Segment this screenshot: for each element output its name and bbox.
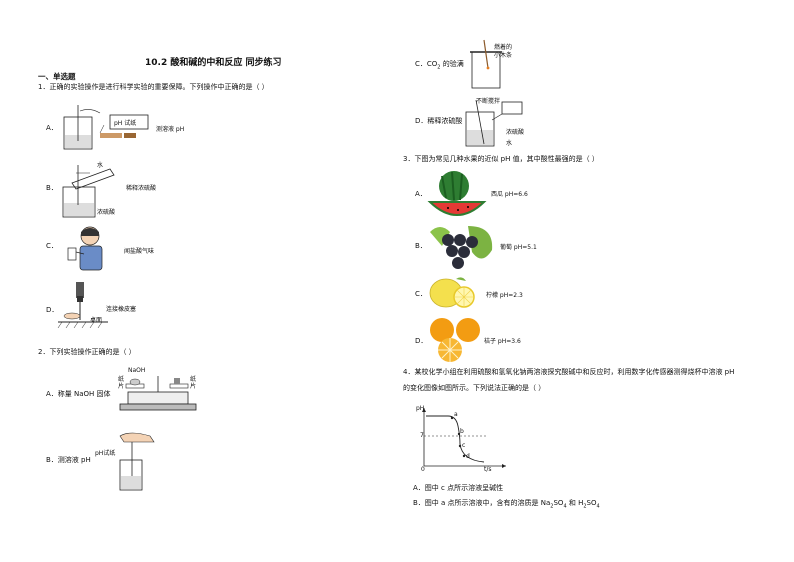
- q3-c-label: 柠檬 pH=2.3: [486, 292, 523, 299]
- q2-option-a-text: A．称量 NaOH 固体: [46, 390, 111, 398]
- q3-option-d-letter: D．: [415, 337, 428, 345]
- q1-d-label-connect: 连接橡皮塞: [106, 306, 137, 313]
- q3-option-c-letter: C．: [415, 290, 427, 298]
- q2-option-d-text: D．稀释浓硫酸: [415, 117, 463, 125]
- q3-b-label: 葡萄 pH=5.1: [500, 244, 537, 251]
- q1-a-figure: [63, 105, 149, 150]
- q1-c-person-figure: [67, 226, 103, 271]
- q2-d-label-stir: 不断搅拌: [476, 98, 501, 105]
- q3-b-grape-image: [430, 226, 493, 269]
- q1-option-d-letter: D．: [46, 306, 59, 314]
- question-1-stem: 1．正确的实验操作是进行科学实验的重要保障。下列操作中正确的是（ ）: [38, 83, 269, 91]
- q4-graph-point-a: a: [454, 411, 458, 418]
- q3-c-lemon-image: [429, 277, 475, 308]
- question-2-stem: 2．下列实验操作正确的是（ ）: [38, 348, 136, 356]
- q3-option-a-letter: A．: [415, 190, 427, 198]
- q1-b-label-water: 水: [97, 162, 104, 169]
- q4-graph-xlabel: t/s: [484, 466, 492, 473]
- q2-b-figure: [119, 432, 155, 491]
- q1-a-label-paper: pH 试纸: [114, 120, 137, 127]
- q3-a-watermelon-image: [427, 171, 487, 216]
- q3-a-label: 西瓜 pH=6.6: [491, 191, 528, 198]
- question-4-stem-line1: 4．某校化学小组在利用硫酸和氢氧化钠两溶液探究酸碱中和反应时，利用数字化传感器测…: [403, 368, 735, 376]
- q4-graph-point-c: c: [462, 442, 466, 449]
- q1-option-c-letter: C．: [46, 242, 58, 250]
- q2-a-label-paper-1: 纸: [118, 376, 125, 383]
- q2-d-figure: [465, 99, 523, 147]
- q2-option-c-text: C．CO2 的验满: [415, 60, 464, 71]
- q4-option-a: A．图中 c 点所示溶液呈碱性: [413, 484, 504, 492]
- q1-c-label-smell: 闻盐酸气味: [124, 248, 155, 255]
- q1-b-figure: [62, 165, 115, 218]
- q2-a-balance-figure: [119, 376, 197, 411]
- q4-graph-point-d: d: [466, 453, 470, 460]
- q1-d-figure: [57, 282, 108, 329]
- q4-option-b: B．图中 a 点所示溶液中，含有的溶质是 Na2SO4 和 H2SO4: [413, 499, 600, 510]
- q2-option-b-text: B．测溶液 pH: [46, 456, 91, 464]
- q3-d-label: 桔子 pH=3.6: [484, 338, 521, 345]
- section-heading: 一、单选题: [38, 72, 76, 81]
- q1-d-label-desk: 桌面: [90, 317, 103, 324]
- q1-b-label-dilute: 稀释浓硫酸: [126, 185, 157, 192]
- q2-b-label-paper: pH试纸: [95, 450, 116, 457]
- q2-a-label-naoh: NaOH: [128, 367, 146, 374]
- q4-graph-point-b: b: [460, 428, 464, 435]
- q2-d-label-acid: 浓硫酸: [506, 129, 525, 136]
- q3-d-orange-image: [430, 318, 480, 362]
- q2-a-label-paper-2: 纸: [190, 376, 197, 383]
- q2-d-label-water: 水: [506, 140, 513, 147]
- q4-ph-graph: [422, 408, 506, 468]
- q1-option-a-letter: A．: [46, 124, 58, 132]
- q4-graph-ylabel: pH: [416, 405, 425, 412]
- q2-c-label-stick: 小木条: [494, 52, 513, 59]
- q1-a-label-measure: 测溶液 pH: [156, 126, 185, 133]
- question-3-stem: 3．下图为常见几种水果的近似 pH 值，其中酸性最强的是（ ）: [403, 155, 599, 163]
- q3-option-b-letter: B．: [415, 242, 427, 250]
- q1-option-b-letter: B．: [46, 184, 58, 192]
- q4-graph-tick-7: 7: [420, 432, 424, 439]
- q2-a-label-sheet-2: 片: [190, 383, 197, 390]
- q2-c-bottle-figure: [470, 39, 502, 89]
- q1-b-label-acid: 浓硫酸: [97, 209, 116, 216]
- page-title: 10.2 酸和碱的中和反应 同步练习: [145, 58, 282, 68]
- q2-c-label-burning: 燃着的: [494, 44, 513, 51]
- q4-graph-origin: 0: [421, 466, 425, 473]
- q2-a-label-sheet-1: 片: [118, 383, 125, 390]
- question-4-stem-line2: 的变化图像如图所示。下列说法正确的是（ ）: [403, 384, 546, 392]
